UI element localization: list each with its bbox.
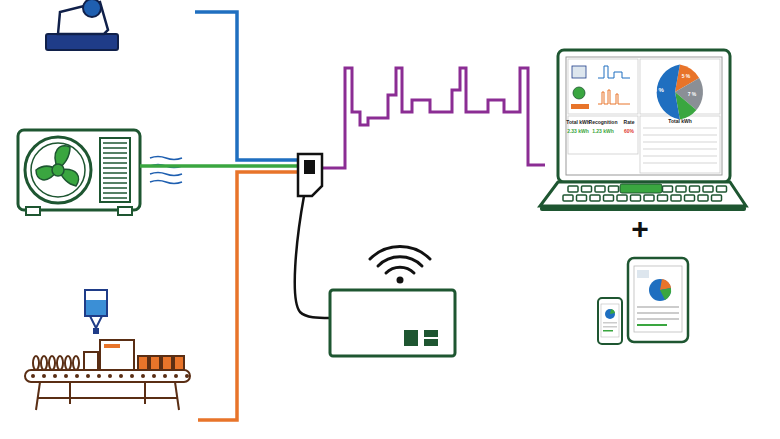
tablet — [628, 258, 688, 342]
gateway-box — [330, 246, 455, 356]
screen-label: 2.33 kWh — [567, 129, 589, 134]
screen-label: 5 % — [682, 74, 691, 79]
phone — [598, 298, 622, 344]
green-wire — [140, 164, 300, 168]
orange-wire — [198, 172, 300, 420]
laptop — [540, 50, 746, 211]
plus-sign: + — [631, 214, 649, 244]
robot-machine — [46, 0, 118, 50]
screen-label: Total kWh — [566, 120, 590, 125]
power-signal — [322, 68, 545, 168]
screen-label: Rate — [624, 120, 635, 125]
blue-wire — [195, 12, 300, 160]
production-line — [25, 290, 190, 410]
screen-label: 53 % — [650, 87, 664, 93]
screen-label: Total kWh — [668, 119, 692, 124]
current-sensor — [295, 154, 330, 318]
ac-unit — [18, 130, 182, 215]
screen-label: 1.23 kWh — [592, 129, 614, 134]
screen-label: Recognition — [589, 120, 618, 125]
screen-label: 7 % — [688, 92, 697, 97]
screen-label: 60% — [624, 129, 634, 134]
